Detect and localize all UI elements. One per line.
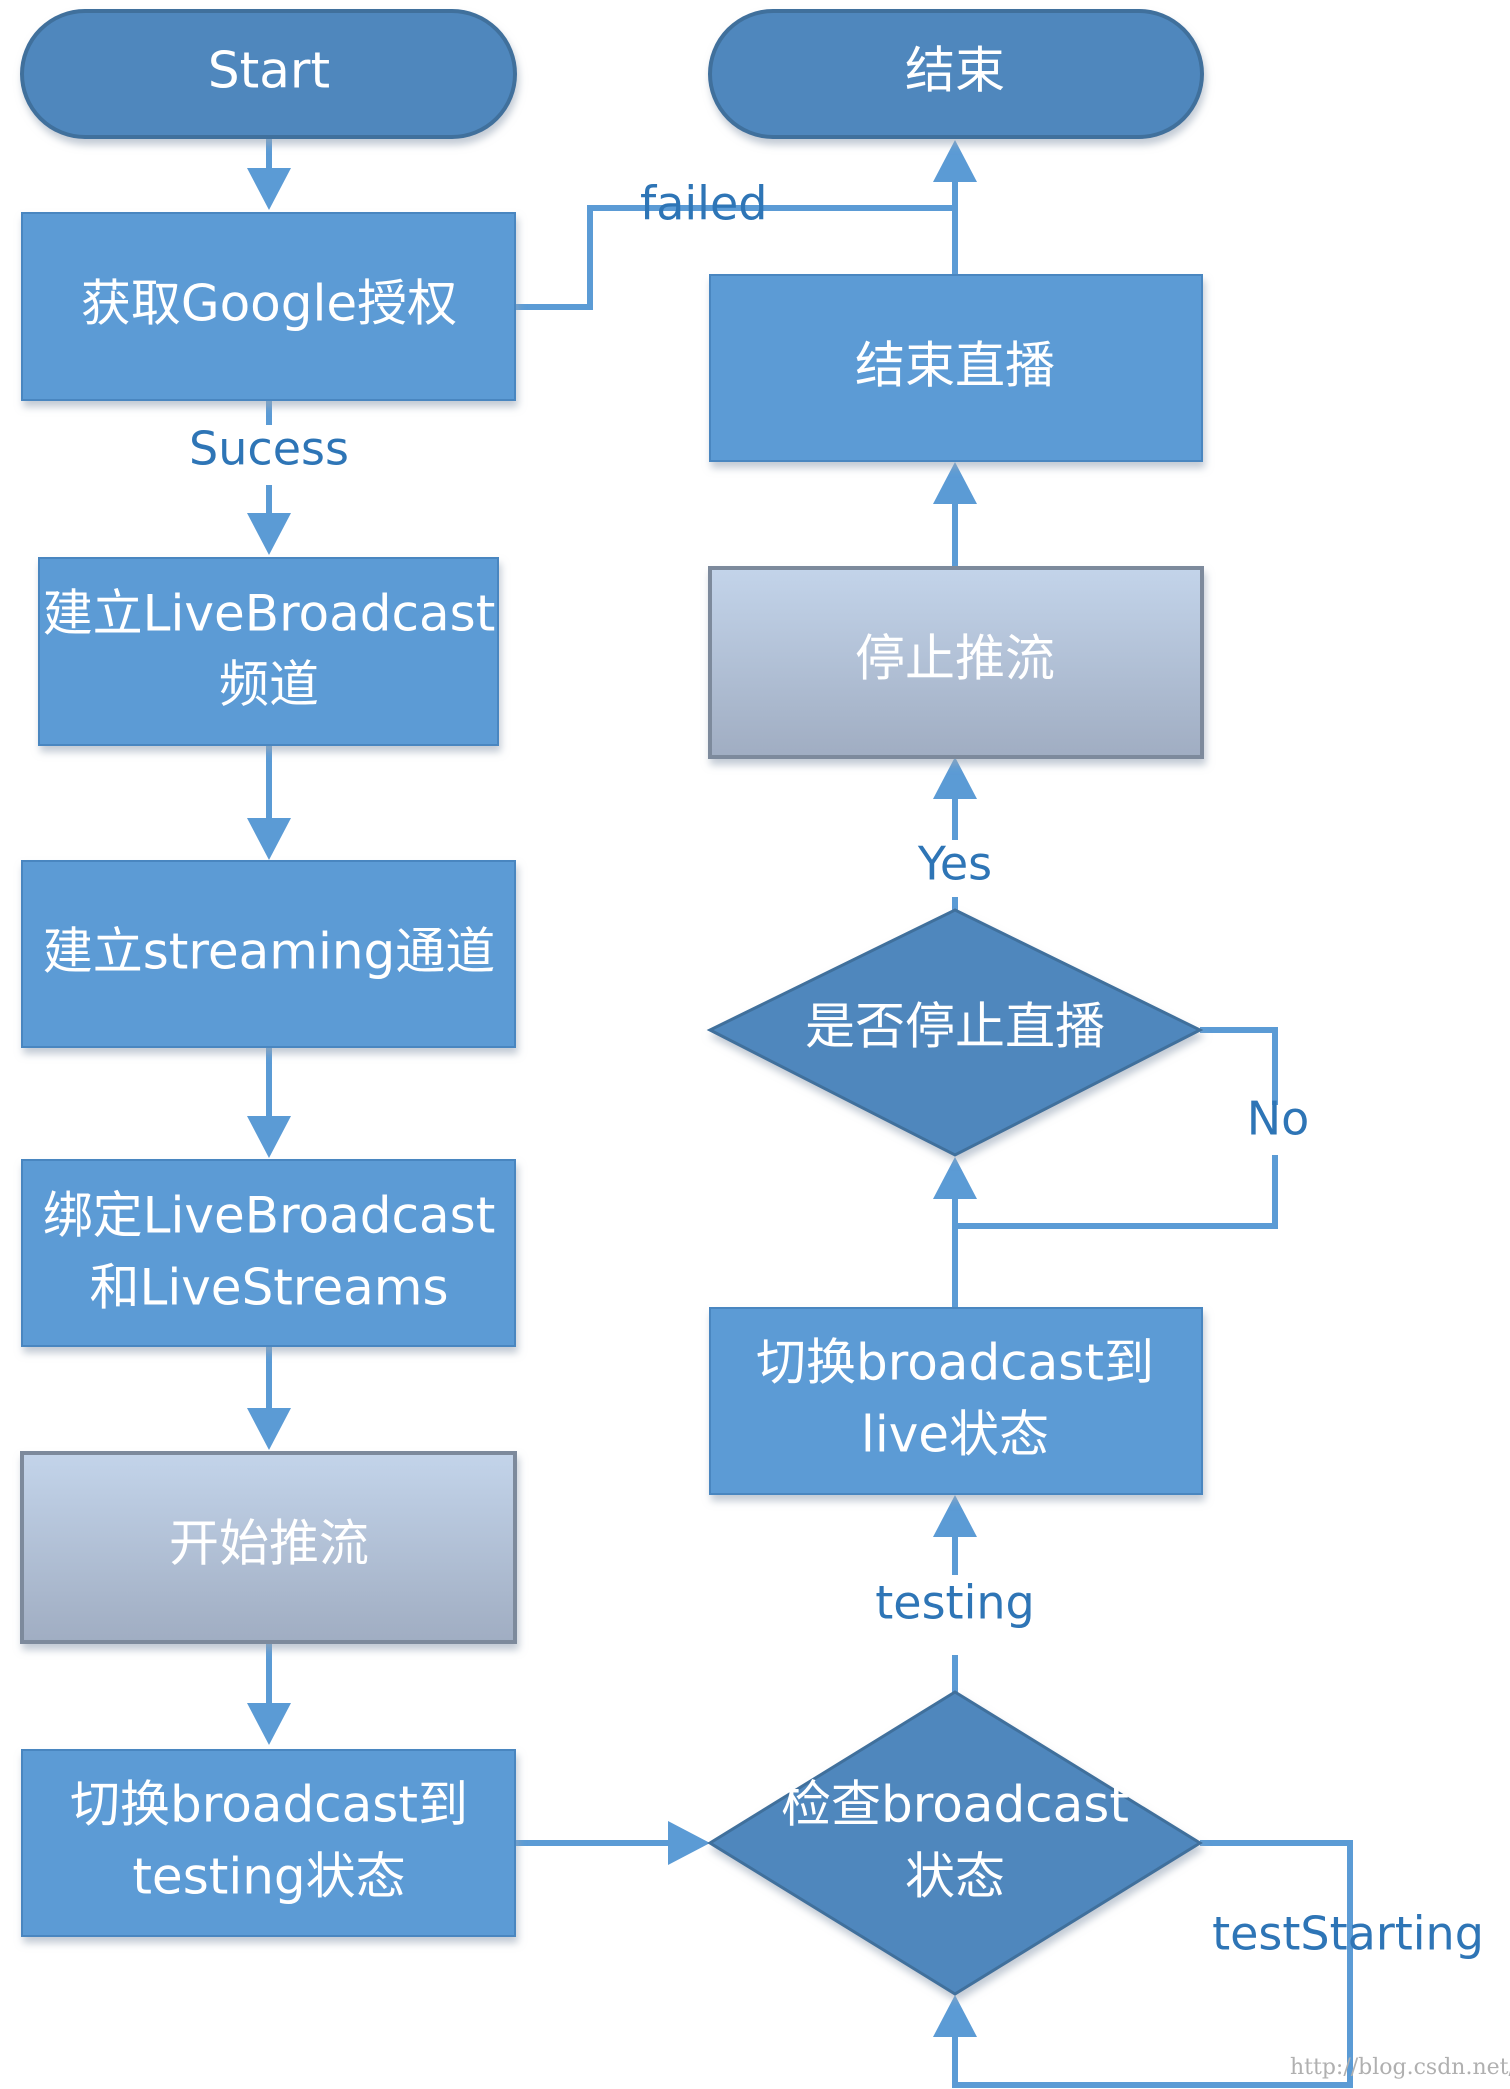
to-live-line2: live状态	[861, 1406, 1049, 1464]
end-label: 结束	[905, 42, 1005, 100]
edge-teststarting-loop	[952, 1840, 1353, 2088]
to-testing-line2: testing状态	[132, 1848, 405, 1906]
label-teststarting: testStarting	[1212, 1907, 1484, 1961]
start-push-box	[20, 1451, 517, 1644]
create-broadcast-box	[38, 557, 499, 746]
create-broadcast-line2: 频道	[219, 656, 319, 714]
create-stream-box	[21, 860, 516, 1048]
arrowhead-end	[933, 140, 977, 182]
check-status-line2: 状态	[905, 1848, 1005, 1906]
to-live-box	[709, 1307, 1203, 1495]
edge-no-loop	[1200, 1027, 1278, 1105]
stop-decision-label: 是否停止直播	[805, 998, 1105, 1056]
end-node	[708, 9, 1204, 139]
stop-decision-diamond	[706, 908, 1204, 1157]
arrowhead-live	[933, 1495, 977, 1537]
bind-line1: 绑定LiveBroadcast	[43, 1187, 496, 1245]
to-testing-line1: 切换broadcast到	[70, 1776, 468, 1834]
start-label: Start	[208, 42, 330, 100]
watermark: http://blog.csdn.net/	[1290, 2055, 1510, 2080]
arrowhead-push	[247, 1408, 291, 1450]
check-status-diamond	[707, 1690, 1203, 1996]
label-sucess: Sucess	[189, 422, 349, 476]
end-live-label: 结束直播	[855, 337, 1055, 395]
arrowhead-stoppush	[933, 757, 977, 799]
arrowhead-check	[668, 1821, 710, 1865]
create-broadcast-line1: 建立LiveBroadcast	[43, 585, 496, 643]
create-stream-label: 建立streaming通道	[43, 923, 496, 981]
edge-auth-failed	[515, 205, 955, 310]
label-testing: testing	[875, 1576, 1034, 1630]
bind-box	[21, 1159, 516, 1347]
arrowhead-stream	[247, 818, 291, 860]
start-node	[20, 9, 517, 139]
arrowhead-auth	[247, 168, 291, 210]
start-push-label: 开始推流	[169, 1515, 369, 1573]
bind-line2: 和LiveStreams	[89, 1259, 448, 1317]
to-live-line1: 切换broadcast到	[756, 1334, 1154, 1392]
check-status-line1: 检查broadcast	[781, 1776, 1129, 1834]
arrowhead-endlive	[933, 462, 977, 504]
auth-box	[21, 212, 516, 401]
label-yes: Yes	[917, 837, 992, 891]
arrowhead-bind	[247, 1116, 291, 1158]
arrowhead-decision	[933, 1157, 977, 1199]
edge-no-loop-2	[955, 1155, 1278, 1229]
end-live-box	[709, 274, 1203, 462]
to-testing-box	[21, 1749, 516, 1937]
arrowhead-testing	[247, 1703, 291, 1745]
stop-push-box	[708, 566, 1204, 759]
label-no: No	[1247, 1092, 1310, 1146]
auth-label: 获取Google授权	[81, 275, 457, 333]
arrowhead-broadcast	[247, 513, 291, 555]
stop-push-label: 停止推流	[855, 630, 1055, 688]
label-failed: failed	[640, 177, 767, 231]
arrowhead-teststarting	[933, 1995, 977, 2037]
